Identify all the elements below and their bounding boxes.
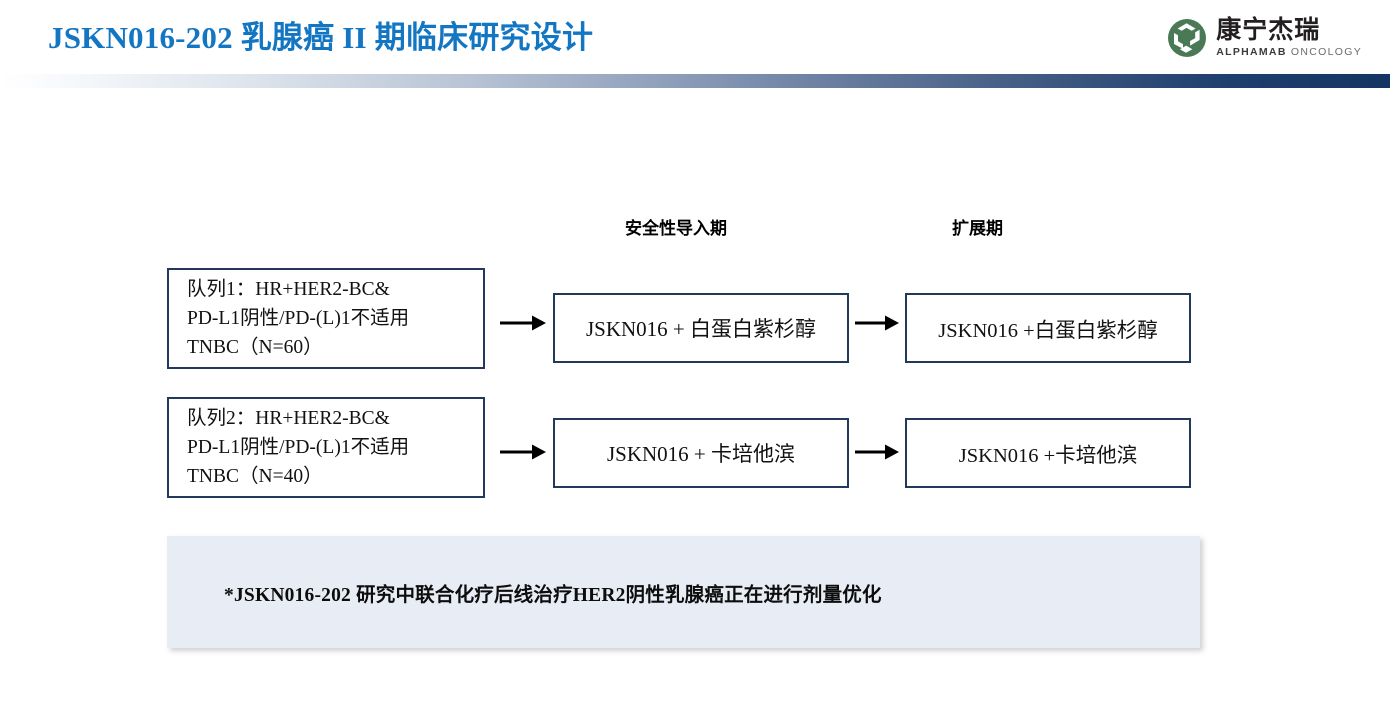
footnote-text: *JSKN016-202 研究中联合化疗后线治疗HER2阴性乳腺癌正在进行剂量优… xyxy=(224,584,882,606)
cohort-1-line-1: 队列1：HR+HER2-BC& xyxy=(187,279,390,300)
cohort-2-lead-in-treatment-box: JSKN016 + 卡培他滨 xyxy=(553,418,849,488)
cohort-1-line-2: PD-L1阴性/PD-(L)1不适用 xyxy=(187,308,410,329)
phase-label-expansion: 扩展期 xyxy=(952,219,1003,238)
cohort-2-text: 队列2：HR+HER2-BC& PD-L1阴性/PD-(L)1不适用 TNBC（… xyxy=(187,404,409,491)
page-title: JSKN016-202 乳腺癌 II 期临床研究设计 xyxy=(48,20,594,55)
logo-company-en: ALPHAMAB ONCOLOGY xyxy=(1216,47,1362,58)
right-arrow-icon-cohort2-to-leadin xyxy=(500,441,548,463)
footnote-panel: *JSKN016-202 研究中联合化疗后线治疗HER2阴性乳腺癌正在进行剂量优… xyxy=(167,536,1200,648)
cohort-2-line-2: PD-L1阴性/PD-(L)1不适用 xyxy=(187,437,410,458)
logo-company-cn: 康宁杰瑞 xyxy=(1216,16,1321,45)
cohort-1-lead-in-treatment-label: JSKN016 + 白蛋白紫杉醇 xyxy=(585,317,817,341)
phase-label-safety-lead-in: 安全性导入期 xyxy=(625,219,727,238)
right-arrow-icon-leadin-to-expansion-1 xyxy=(855,312,901,334)
cohort-2-expansion-treatment-box: JSKN016 +卡培他滨 xyxy=(905,418,1191,488)
header-gradient-divider xyxy=(0,74,1390,88)
cohort-1-box: 队列1：HR+HER2-BC& PD-L1阴性/PD-(L)1不适用 TNBC（… xyxy=(167,268,485,369)
right-arrow-icon-leadin-to-expansion-2 xyxy=(855,441,901,463)
right-arrow-icon-cohort1-to-leadin xyxy=(500,312,548,334)
cohort-2-line-1: 队列2：HR+HER2-BC& xyxy=(187,408,390,429)
cohort-2-box: 队列2：HR+HER2-BC& PD-L1阴性/PD-(L)1不适用 TNBC（… xyxy=(167,397,485,498)
logo-company-en-light: ONCOLOGY xyxy=(1290,46,1362,59)
cohort-2-line-3: TNBC（N=40） xyxy=(187,466,323,487)
cohort-2-expansion-treatment-label: JSKN016 +卡培他滨 xyxy=(958,445,1138,467)
alphamab-pinwheel-logo-icon xyxy=(1167,18,1207,58)
cohort-1-line-3: TNBC（N=60） xyxy=(187,337,323,358)
cohort-1-lead-in-treatment-box: JSKN016 + 白蛋白紫杉醇 xyxy=(553,293,849,363)
cohort-1-expansion-treatment-label: JSKN016 +白蛋白紫杉醇 xyxy=(938,320,1158,342)
logo-company-en-bold: ALPHAMAB xyxy=(1216,46,1287,59)
company-logo: 康宁杰瑞 ALPHAMAB ONCOLOGY xyxy=(1167,18,1362,58)
cohort-1-expansion-treatment-box: JSKN016 +白蛋白紫杉醇 xyxy=(905,293,1191,363)
logo-wordmark: 康宁杰瑞 ALPHAMAB ONCOLOGY xyxy=(1216,18,1362,58)
cohort-2-lead-in-treatment-label: JSKN016 + 卡培他滨 xyxy=(606,442,796,466)
cohort-1-text: 队列1：HR+HER2-BC& PD-L1阴性/PD-(L)1不适用 TNBC（… xyxy=(187,275,409,362)
